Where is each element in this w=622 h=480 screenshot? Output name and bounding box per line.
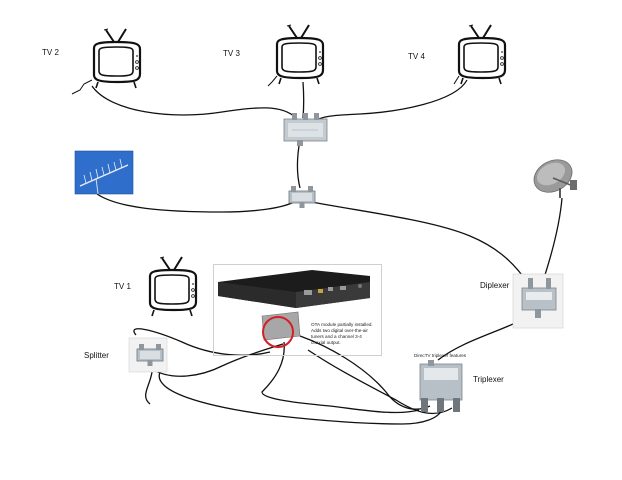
tv-2-icon	[92, 27, 142, 90]
splitter-label: Splitter	[84, 351, 109, 360]
satellite-dish-icon	[533, 159, 577, 198]
tv-1-label: TV 1	[114, 282, 131, 291]
dvr-note-line-2: Adds two digital over-the-air	[311, 328, 368, 333]
two-way-splitter-icon	[288, 185, 316, 209]
triplexer-label: Triplexer	[473, 375, 504, 384]
diplexer-icon	[512, 273, 564, 329]
dvr-receiver-image	[218, 270, 370, 348]
tv-cords	[71, 75, 460, 95]
dvr-photo-frame	[213, 264, 382, 356]
roof-antenna-image	[74, 150, 134, 195]
tv-2-label: TV 2	[42, 48, 59, 57]
dvr-note-line-1: OTA module partially installed.	[311, 322, 373, 327]
tv-3-icon	[275, 23, 325, 86]
dvr-note-line-3: tuners and a channel 3-4	[311, 334, 362, 339]
dvr-note-line-4: coaxial output.	[311, 340, 341, 345]
diplexer-label: Diplexer	[480, 281, 510, 290]
triplexer-tag: DirecTV triplexer features	[414, 353, 467, 358]
coax-cables	[91, 79, 563, 425]
tv-1-icon	[148, 255, 198, 318]
tv-4-icon	[457, 23, 507, 86]
left-splitter-icon	[128, 337, 168, 373]
triplexer-icon	[419, 360, 463, 412]
tv-3-label: TV 3	[223, 49, 240, 58]
dvr-note: OTA module partially installed. Adds two…	[311, 322, 373, 346]
three-way-splitter-icon	[283, 113, 328, 146]
tv-4-label: TV 4	[408, 52, 425, 61]
